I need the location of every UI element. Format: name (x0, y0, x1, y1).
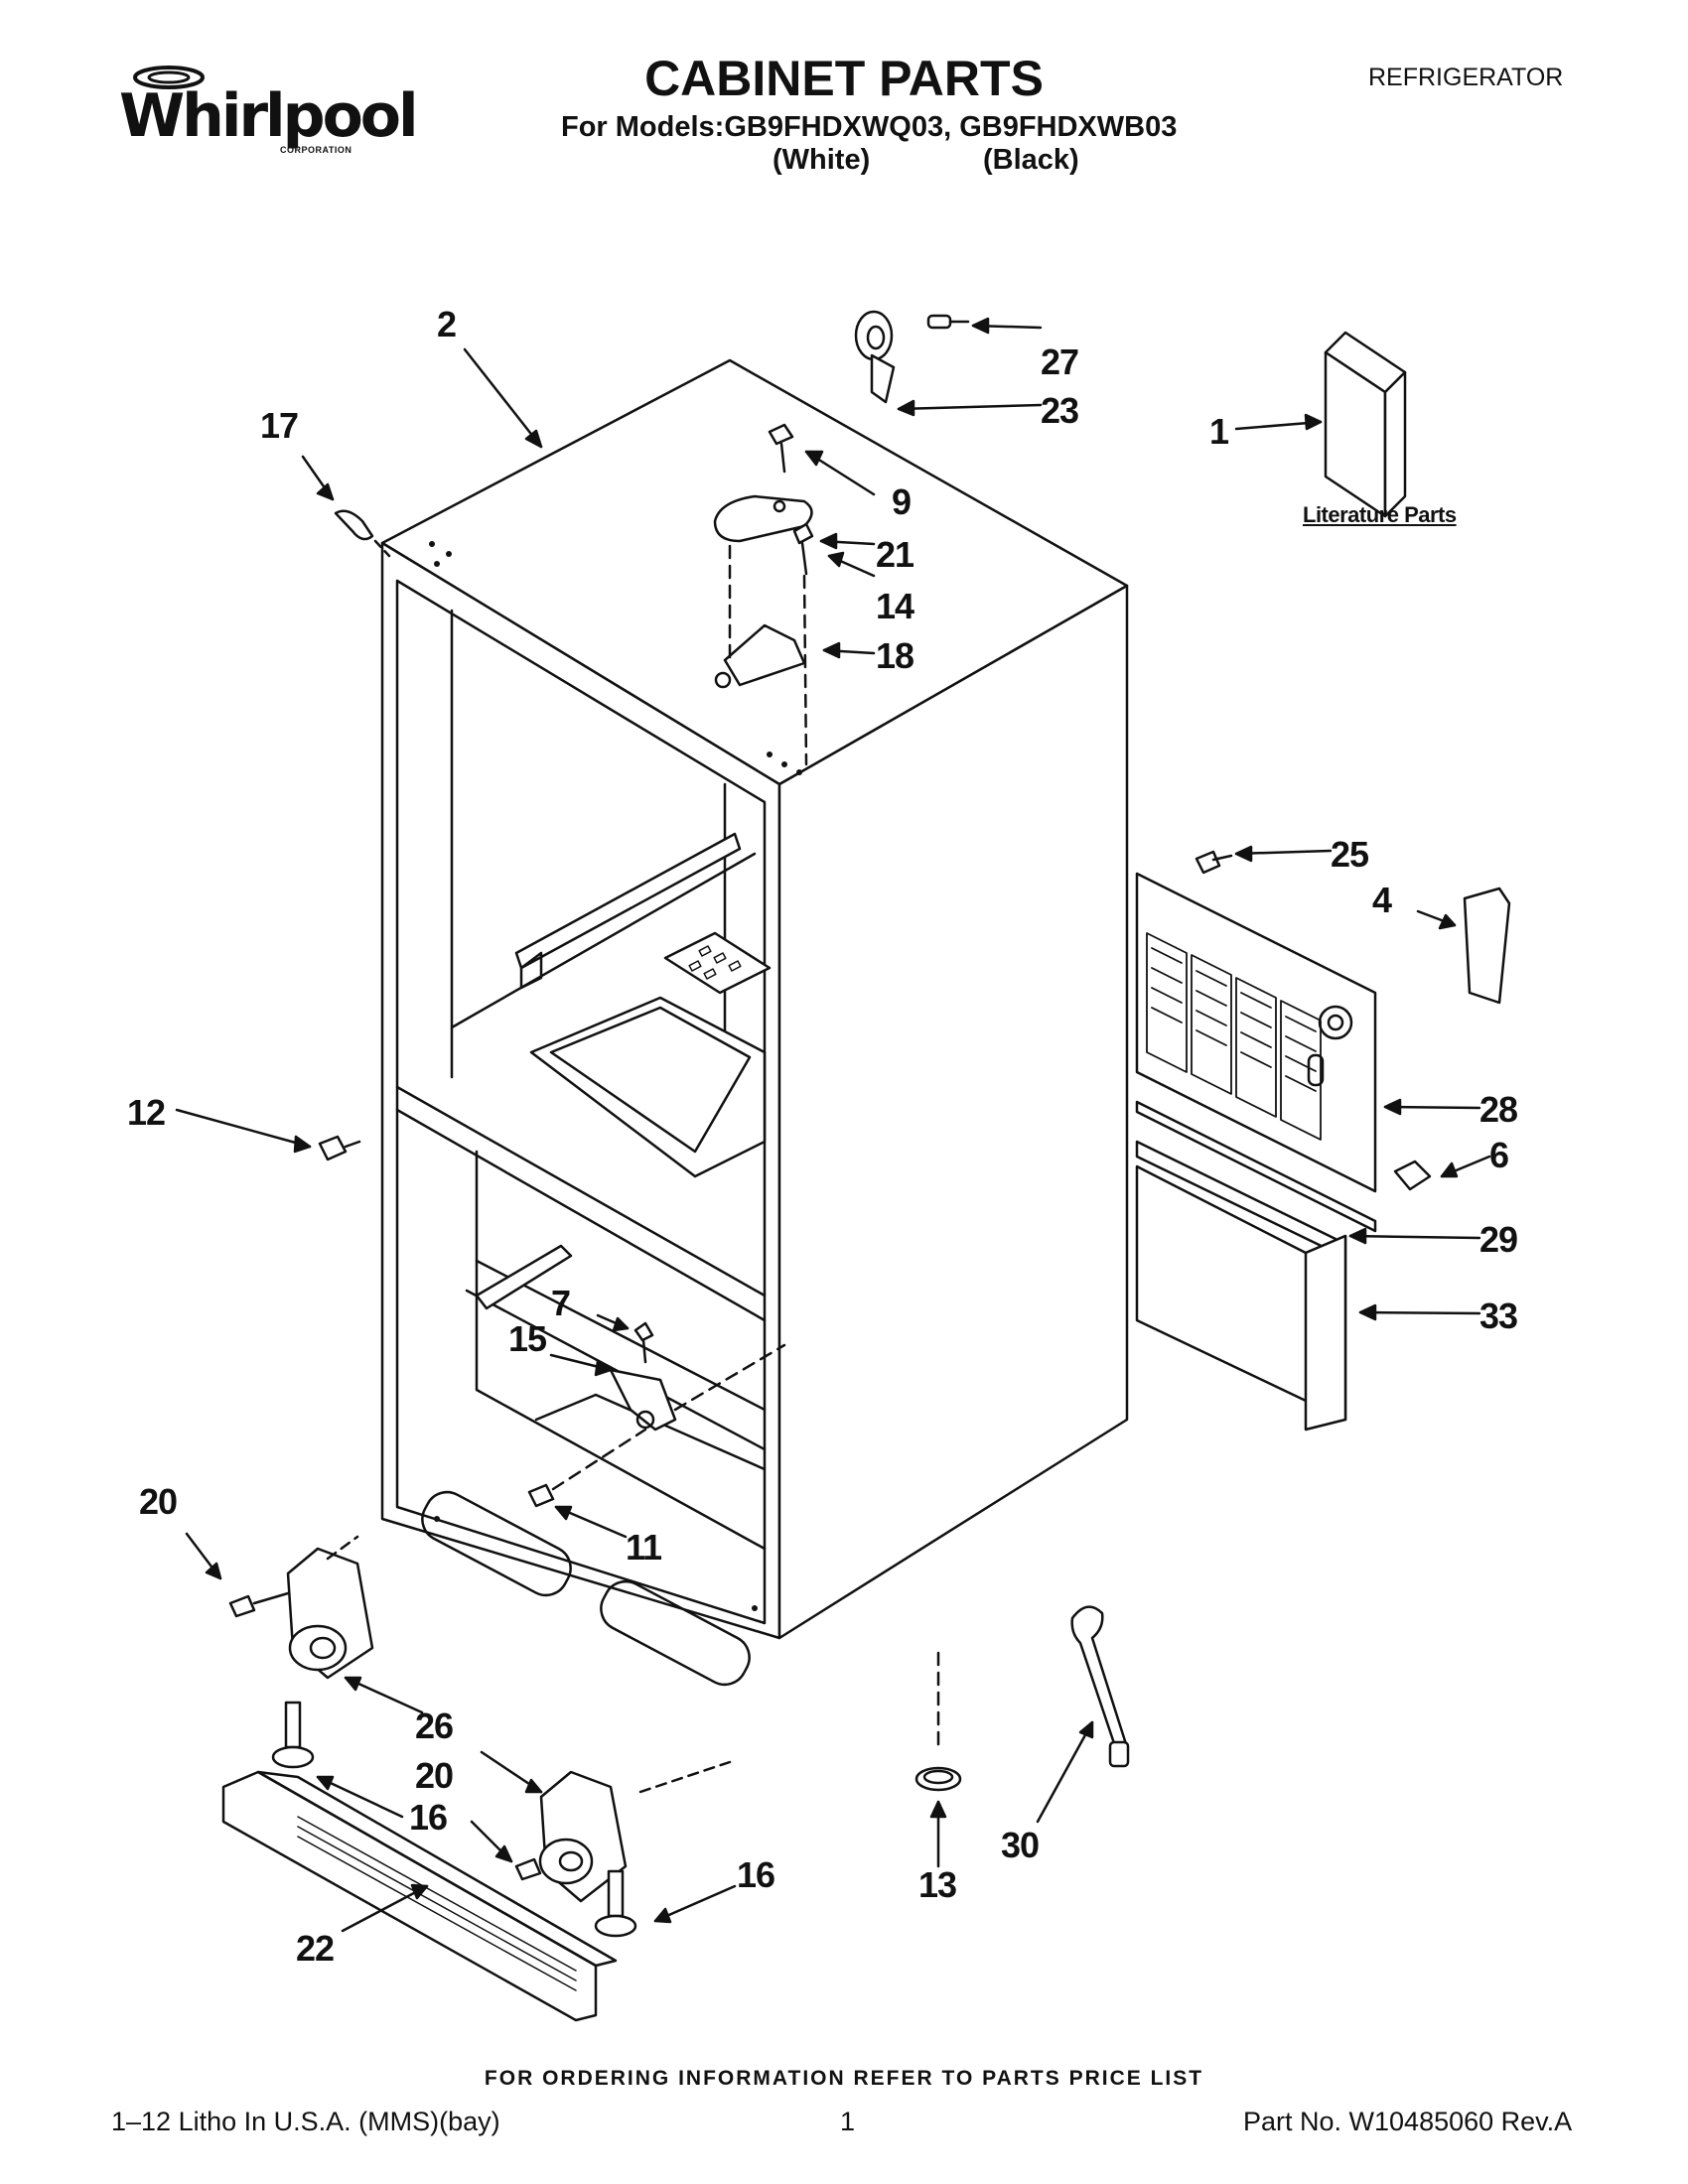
callout-15: 15 (508, 1318, 547, 1359)
product-type-label: REFRIGERATOR (1368, 64, 1564, 91)
callout-9: 9 (892, 481, 912, 522)
callout-33: 33 (1479, 1296, 1518, 1336)
callout-13: 13 (918, 1864, 957, 1905)
callout-6: 6 (1489, 1135, 1509, 1175)
callout-17: 17 (260, 405, 299, 446)
literature-parts-label: Literature Parts (1303, 502, 1457, 527)
callout-21: 21 (876, 534, 914, 575)
callout-26: 26 (415, 1706, 454, 1746)
side-screw-part (175, 1108, 361, 1161)
callout-22: 22 (296, 1928, 335, 1969)
lower-hinge-assembly (527, 1313, 786, 1539)
litho-info: 1–12 Litho In U.S.A. (MMS)(bay) (111, 2107, 500, 2136)
callout-14: 14 (876, 586, 914, 626)
callout-16-left: 16 (409, 1797, 448, 1838)
callout-20-left: 20 (139, 1481, 178, 1522)
cabinet-shell (380, 358, 1129, 1687)
callout-20-right: 20 (415, 1755, 454, 1796)
callout-27: 27 (1041, 341, 1079, 382)
callout-2: 2 (437, 304, 457, 344)
hinge-cover-part (854, 310, 1043, 417)
callout-11: 11 (626, 1527, 662, 1568)
callout-28: 28 (1479, 1089, 1518, 1130)
callout-12: 12 (127, 1092, 166, 1133)
roller-leveling-assembly (185, 1532, 737, 2022)
callout-4: 4 (1372, 880, 1392, 920)
leveling-wrench-part (1036, 1605, 1130, 1824)
logo-swoosh-icon (133, 66, 205, 89)
model-numbers: For Models:GB9FHDXWQ03, GB9FHDXWB03 (561, 111, 1178, 143)
page-number: 1 (840, 2107, 856, 2136)
logo-wordmark: Whirlpool (119, 81, 419, 151)
literature-parts-booklet (1234, 331, 1407, 518)
callout-7: 7 (551, 1283, 571, 1323)
page-title: CABINET PARTS (644, 51, 1044, 106)
variant-black-label: (Black) (983, 144, 1079, 176)
logo-subtitle: CORPORATION (280, 145, 352, 155)
variant-white-label: (White) (773, 144, 871, 176)
callout-25: 25 (1331, 834, 1369, 875)
ordering-info: FOR ORDERING INFORMATION REFER TO PARTS … (484, 2067, 1204, 2090)
callout-1: 1 (1209, 411, 1229, 452)
callout-30: 30 (1001, 1825, 1040, 1865)
callout-18: 18 (876, 635, 914, 676)
callout-29: 29 (1479, 1219, 1518, 1260)
callout-16-right: 16 (737, 1854, 775, 1895)
whirlpool-logo: Whirlpool CORPORATION (111, 60, 419, 169)
top-hinge-assembly (713, 423, 876, 766)
part-number: Part No. W10485060 Rev.A (1243, 2107, 1573, 2136)
callout-23: 23 (1041, 390, 1079, 431)
grille-assembly (1135, 845, 1511, 1432)
